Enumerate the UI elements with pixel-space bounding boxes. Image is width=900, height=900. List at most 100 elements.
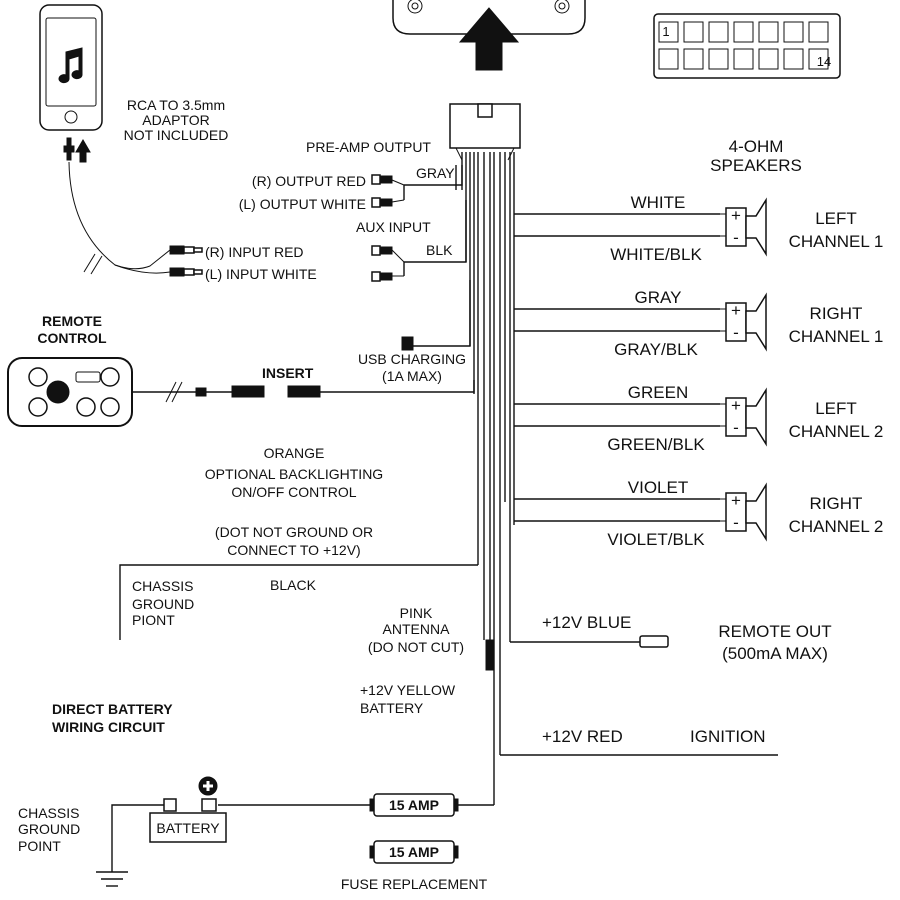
speaker-name-1: RIGHT [810,304,863,323]
terminal-plus: + [731,301,741,320]
terminal-minus: - [733,418,739,437]
rca-jack-icon [371,197,405,208]
ground-label-1: CHASSIS [18,805,79,821]
speaker-name-1: LEFT [815,399,857,418]
preamp-left-label: (L) OUTPUT WHITE [239,196,366,212]
adaptor-label-3: NOT INCLUDED [124,127,229,143]
speaker-name-2: CHANNEL 1 [789,232,884,251]
battery-icon [149,798,227,843]
terminal-minus: - [733,513,739,532]
rca-plug-icon [169,245,203,255]
blue-wire-label: +12V BLUE [542,613,631,632]
connector-pin [733,21,754,43]
chassis-label-2: GROUND [132,596,194,612]
speaker-icon [745,292,767,352]
remote-jack-icon [287,385,321,398]
speaker-icon [745,482,767,542]
yellow-label-1: +12V YELLOW [360,682,456,698]
connector-pin [683,48,704,70]
preamp-right-label: (R) OUTPUT RED [252,173,366,189]
remote-title-2: CONTROL [37,330,107,346]
speaker-name-2: CHANNEL 2 [789,422,884,441]
speakers-title-2: SPEAKERS [710,156,802,175]
aux-title: AUX INPUT [356,219,431,235]
connector-pin [658,48,679,70]
speaker-neg-wire-label: GREEN/BLK [607,435,705,454]
speaker-icon [745,387,767,447]
battery-circuit-title-1: DIRECT BATTERY [52,701,173,717]
usb-label-1: USB CHARGING [358,351,466,367]
connector-pin [808,21,829,43]
speaker-name-1: RIGHT [810,494,863,513]
yellow-label-2: BATTERY [360,700,424,716]
rca-plug-icon [169,267,203,277]
orange-label-2: OPTIONAL BACKLIGHTING [205,466,383,482]
adaptor-label-2: ADAPTOR [142,112,209,128]
wire-bundle [461,152,515,805]
pink-label-2: ANTENNA [383,621,451,637]
ground-label-3: POINT [18,838,61,854]
preamp-title: PRE-AMP OUTPUT [306,139,431,155]
rca-jack-icon [371,174,405,186]
speakers-title-1: 4-OHM [729,137,784,156]
battery-label: BATTERY [156,820,220,836]
speaker-icon [745,197,767,257]
ground-icon [96,871,128,887]
antenna-plug-icon [485,639,495,671]
plus-icon [198,776,218,796]
terminal-plus: + [731,491,741,510]
speaker-item: + - GREEN GREEN/BLK LEFT CHANNEL 2 [514,383,883,454]
connector-pin [783,21,804,43]
ground-label-2: GROUND [18,821,80,837]
ignition-label: IGNITION [690,727,766,746]
connector-pin [783,48,804,70]
rca-jack-icon [371,245,405,263]
aux-plug-icon [63,137,75,161]
speaker-pos-wire-label: GREEN [628,383,688,402]
remote-out-plug-icon [639,635,669,648]
rca-jack-icon [371,271,404,282]
chassis-label-1: CHASSIS [132,578,193,594]
speaker-name-2: CHANNEL 1 [789,327,884,346]
adaptor-label-1: RCA TO 3.5mm [127,97,225,113]
phone-icon [39,4,103,131]
chassis-label-3: PIONT [132,612,175,628]
remote-control-icon [7,357,133,427]
speaker-neg-wire-label: WHITE/BLK [610,245,702,264]
usb-label-2: (1A MAX) [382,368,442,384]
connector-pin [708,21,729,43]
preamp-wire-label: GRAY [416,165,455,181]
aux-right-label: (R) INPUT RED [205,244,304,260]
usb-plug-icon [401,336,414,351]
aux-wire-label: BLK [426,242,453,258]
orange-label-1: ORANGE [264,445,325,461]
connector-pin [658,21,679,43]
up-arrow-icon [458,7,520,71]
fuse-caption: FUSE REPLACEMENT [341,876,488,892]
connector-pin [758,21,779,43]
red-wire-label: +12V RED [542,727,623,746]
black-wire-label: BLACK [270,577,317,593]
speaker-neg-wire-label: VIOLET/BLK [607,530,705,549]
terminal-plus: + [731,206,741,225]
orange-label-3: ON/OFF CONTROL [231,484,356,500]
connector-pinout: 1 14 [653,13,841,79]
connector-pin [808,48,829,70]
remote-out-label-2: (500mA MAX) [722,644,828,663]
terminal-minus: - [733,323,739,342]
speaker-neg-wire-label: GRAY/BLK [614,340,698,359]
music-note-icon [58,47,83,84]
orange-label-4: (DOT NOT GROUND OR [215,524,373,540]
connector-pin [733,48,754,70]
pin-label-last: 14 [817,54,831,69]
speaker-name-2: CHANNEL 2 [789,517,884,536]
connector-pin [708,48,729,70]
battery-circuit-title-2: WIRING CIRCUIT [52,719,165,735]
terminal-plus: + [731,396,741,415]
fuse-icon [369,793,459,817]
pin-label-first: 1 [662,24,669,39]
